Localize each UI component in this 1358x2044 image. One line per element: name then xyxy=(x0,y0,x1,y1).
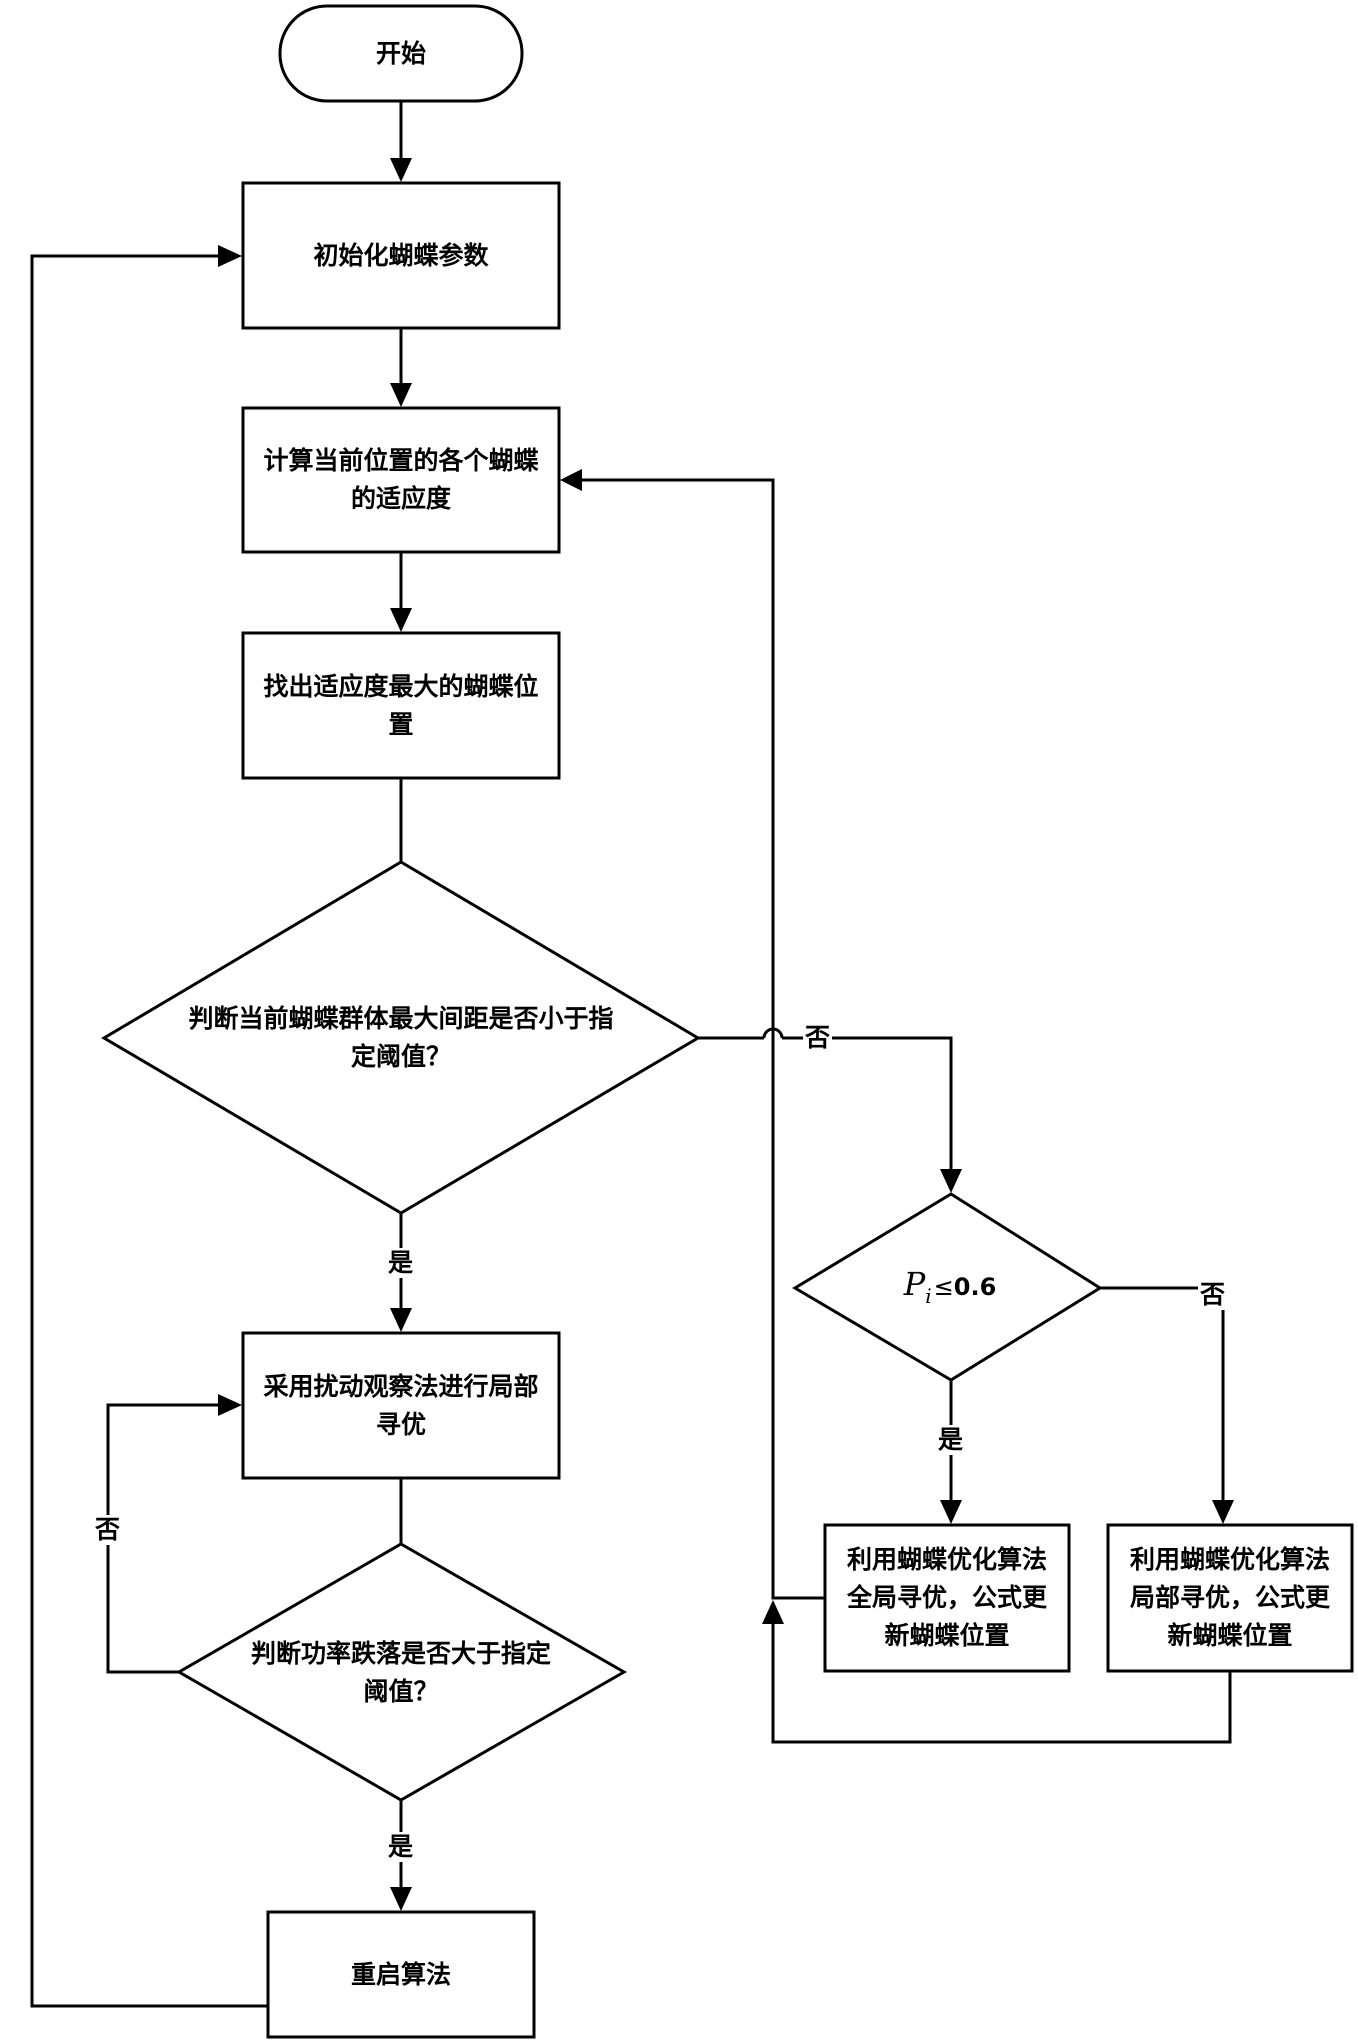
check-spread-label: 判断当前蝴蝶群体最大间距是否小于指 定阈值？ xyxy=(150,985,652,1091)
check-power-drop-line2: 阈值？ xyxy=(363,1677,439,1706)
edge-label-prob-no: 否 xyxy=(1198,1280,1228,1310)
edge-spread-no-to-prob-cont xyxy=(782,1036,953,1171)
prob-threshold: 0.6 xyxy=(953,1273,997,1301)
global-search-line3: 新蝴蝶位置 xyxy=(884,1621,1010,1650)
arrowhead-global xyxy=(940,1500,962,1524)
restart-box-shape xyxy=(266,1910,536,2039)
perturb-observe-box-shape xyxy=(241,1331,561,1480)
local-search-label: 利用蝴蝶优化算法 局部寻优，公式更 新蝴蝶位置 xyxy=(1108,1525,1352,1671)
edge-label-drop-yes: 是 xyxy=(386,1832,416,1862)
start-text: 开始 xyxy=(375,38,426,68)
arrowhead-return-merge xyxy=(762,1600,784,1624)
check-power-drop-line1: 判断功率跌落是否大于指定 xyxy=(250,1639,551,1668)
local-search-line3: 新蝴蝶位置 xyxy=(1167,1621,1293,1650)
local-search-box-shape xyxy=(1106,1523,1354,1673)
init-text: 初始化蝴蝶参数 xyxy=(313,240,489,270)
check-prob-label: P i ≤ 0.6 xyxy=(850,1265,1050,1311)
perturb-observe-line1: 采用扰动观察法进行局部 xyxy=(263,1371,539,1401)
arrowhead-prob xyxy=(940,1169,962,1193)
arrowhead-init-return xyxy=(218,245,242,267)
find-best-line1: 找出适应度最大的蝴蝶位 xyxy=(263,671,539,701)
prob-relation: ≤ xyxy=(933,1273,954,1301)
local-search-line1: 利用蝴蝶优化算法 xyxy=(1129,1545,1330,1574)
edge-prob-no-to-local xyxy=(1100,1286,1225,1502)
check-power-drop-label: 判断功率跌落是否大于指定 阈值？ xyxy=(205,1630,597,1716)
global-search-line1: 利用蝴蝶优化算法 xyxy=(846,1545,1047,1574)
arrowhead-compute-return xyxy=(560,469,582,491)
check-spread-line2: 定阈值？ xyxy=(350,1042,451,1071)
prob-subscript: i xyxy=(925,1284,932,1308)
arrowhead-perturb-return xyxy=(218,1394,242,1416)
arrowhead-local xyxy=(1212,1500,1234,1524)
edge-label-spread-yes: 是 xyxy=(386,1248,416,1278)
init-box-shape xyxy=(241,181,561,330)
arrowhead-perturb xyxy=(390,1308,412,1332)
local-search-line2: 局部寻优，公式更 xyxy=(1129,1583,1330,1612)
global-search-label: 利用蝴蝶优化算法 全局寻优，公式更 新蝴蝶位置 xyxy=(825,1525,1069,1671)
edge-label-spread-no: 否 xyxy=(803,1023,833,1053)
arrowhead-compute xyxy=(390,383,412,407)
find-best-label: 找出适应度最大的蝴蝶位 置 xyxy=(243,633,559,778)
find-best-line2: 置 xyxy=(388,709,414,739)
init-label: 初始化蝴蝶参数 xyxy=(243,183,559,328)
global-search-line2: 全局寻优，公式更 xyxy=(846,1583,1047,1612)
edge-label-drop-no: 否 xyxy=(93,1515,123,1545)
arrowhead-find xyxy=(390,608,412,632)
find-best-box-shape xyxy=(241,631,561,780)
edge-drop-no-to-perturb xyxy=(106,1403,220,1674)
arrowhead-init xyxy=(390,158,412,182)
edge-restart-back-to-init xyxy=(30,254,268,2008)
edge-label-prob-yes: 是 xyxy=(936,1425,966,1455)
prob-variable: P xyxy=(903,1265,926,1303)
edge-global-back-to-compute xyxy=(580,478,825,1600)
perturb-observe-label: 采用扰动观察法进行局部 寻优 xyxy=(243,1333,559,1478)
arrowhead-restart xyxy=(390,1887,412,1911)
compute-fitness-line2: 的适应度 xyxy=(350,484,451,513)
start-label: 开始 xyxy=(280,6,522,101)
check-spread-line1: 判断当前蝴蝶群体最大间距是否小于指 xyxy=(188,1004,614,1033)
perturb-observe-line2: 寻优 xyxy=(375,1409,426,1439)
edge-local-back-to-return xyxy=(771,1622,1232,1744)
restart-label: 重启算法 xyxy=(268,1912,534,2037)
compute-fitness-label: 计算当前位置的各个蝴蝶 的适应度 xyxy=(243,408,559,552)
compute-fitness-line1: 计算当前位置的各个蝴蝶 xyxy=(263,446,539,475)
compute-fitness-box-shape xyxy=(241,406,561,554)
restart-text: 重启算法 xyxy=(350,1959,451,1989)
